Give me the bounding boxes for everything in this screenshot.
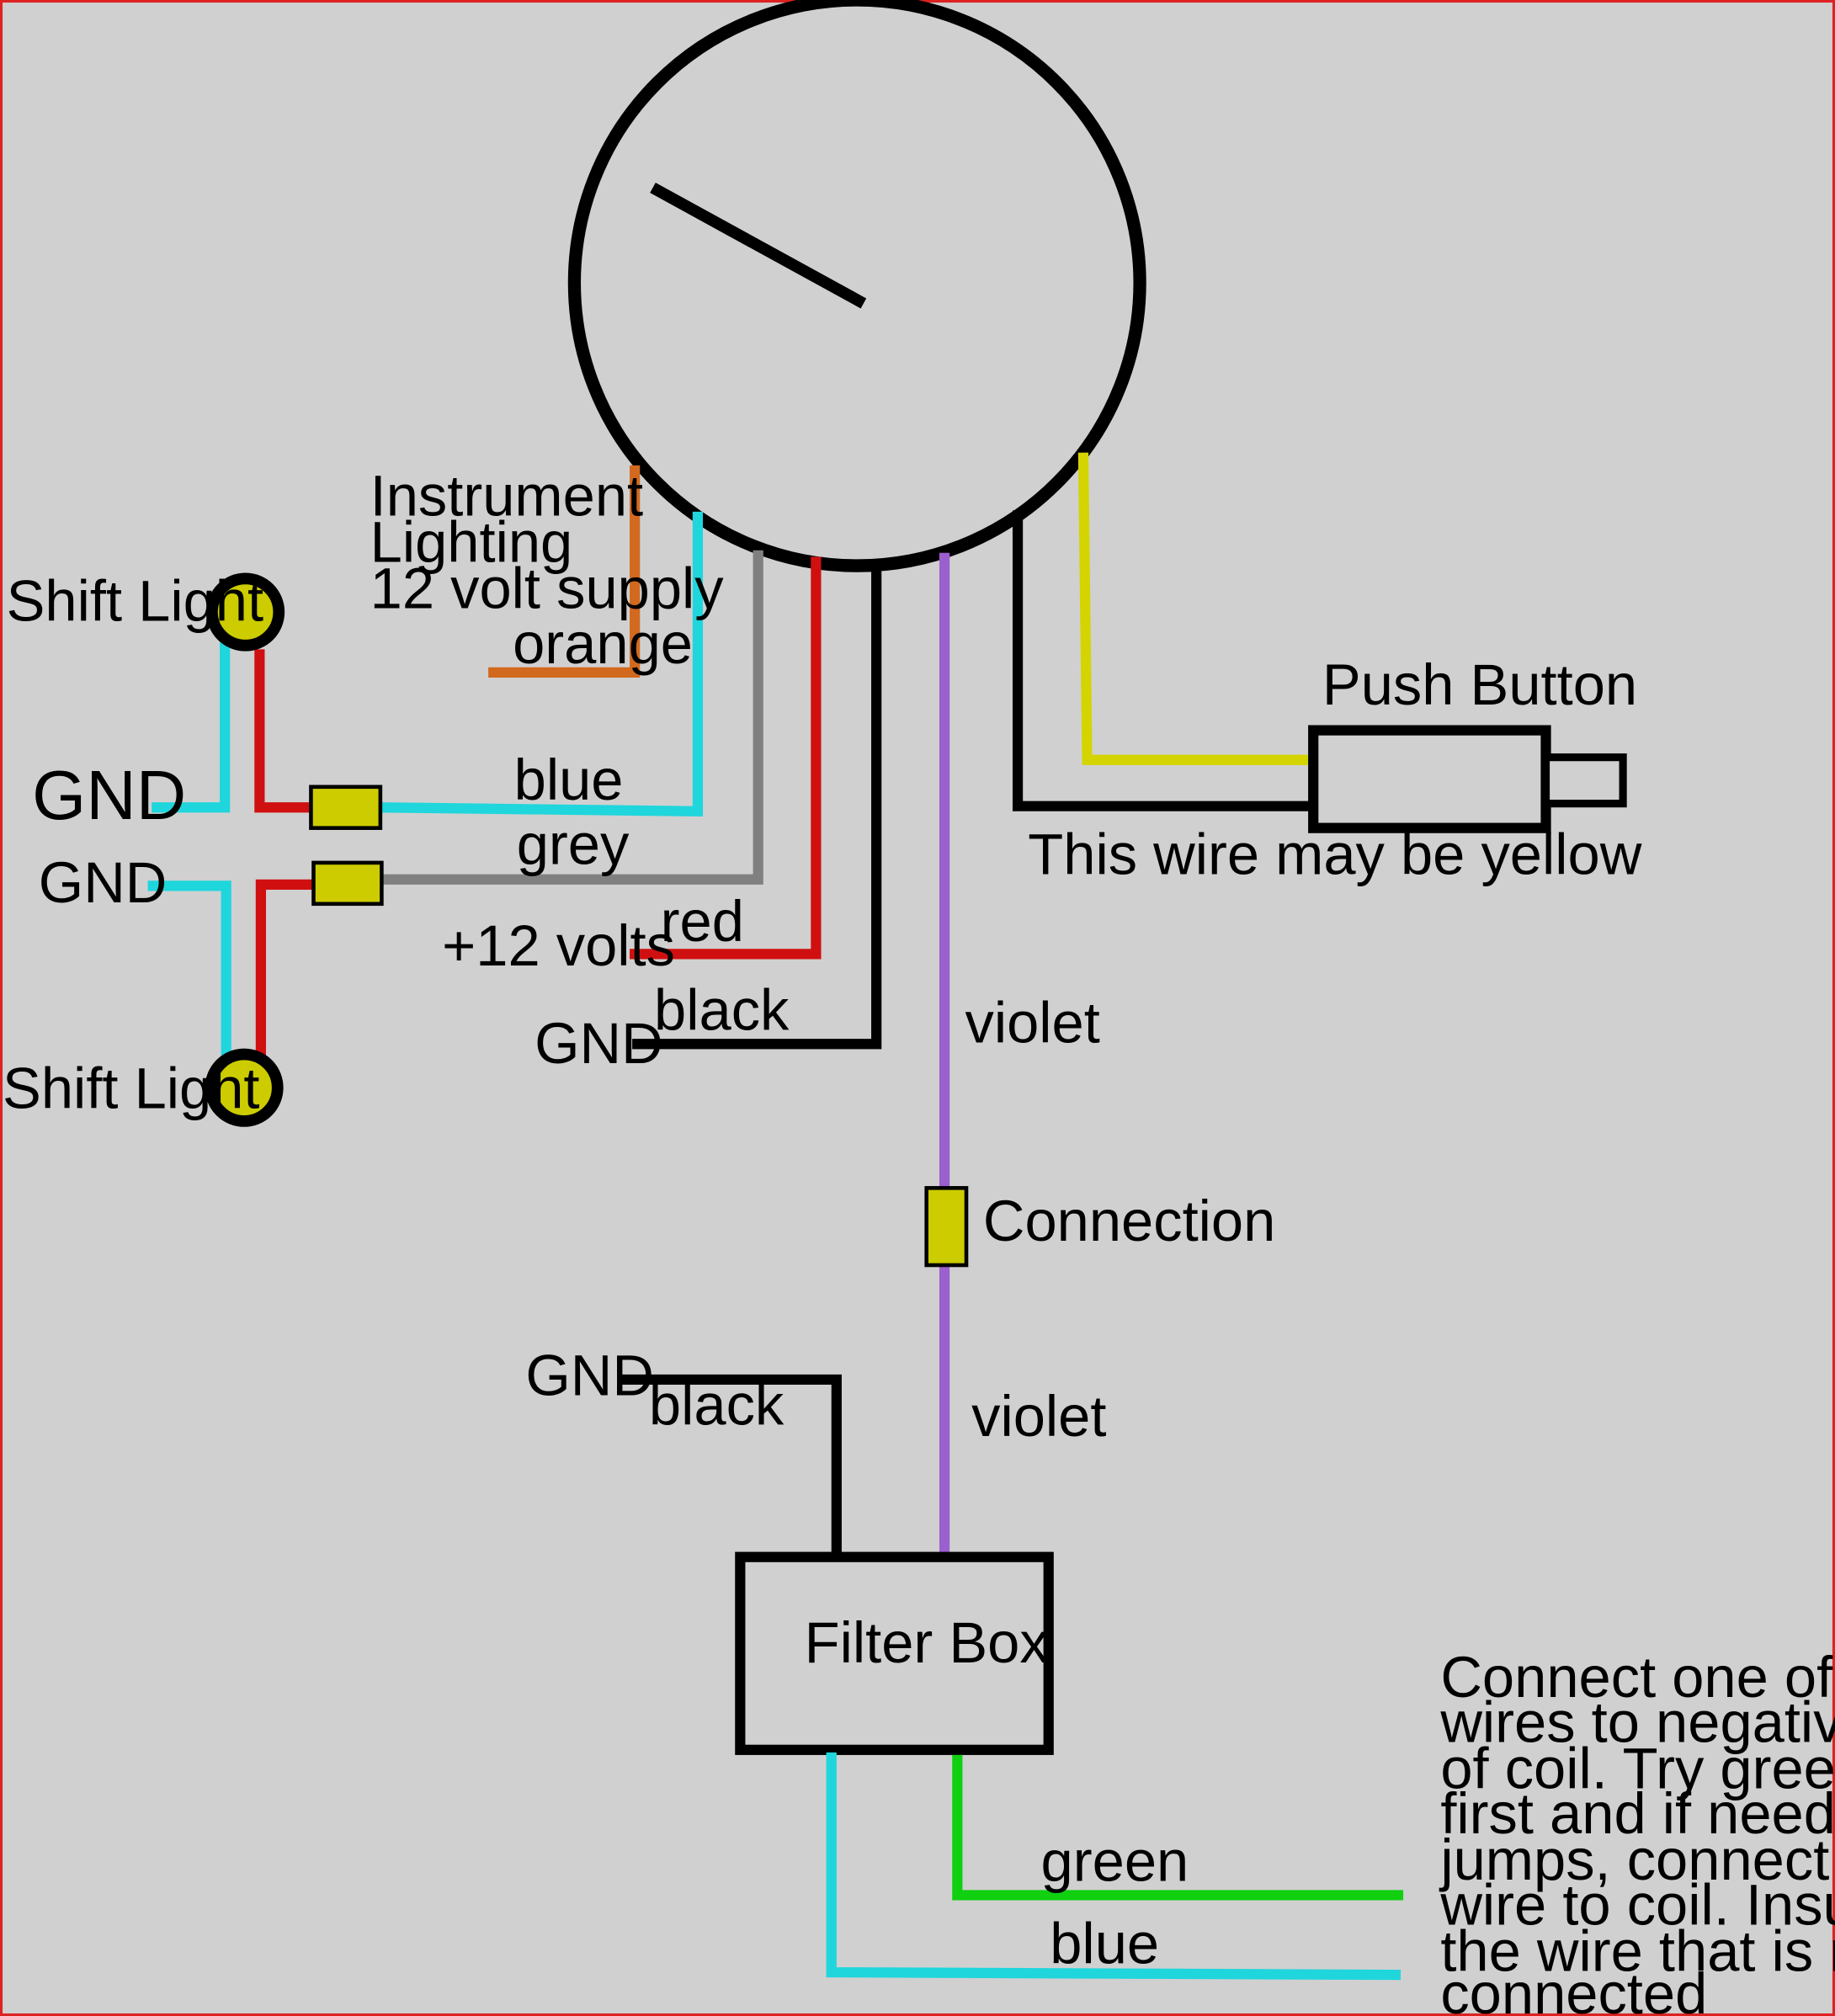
gnd-mid-label: GND — [535, 1011, 663, 1076]
connector-blue — [309, 785, 383, 830]
red-wire-12v — [630, 556, 822, 960]
instrument-lighting-label-1: Instrument — [370, 463, 643, 528]
shift-light-bottom-red-wire — [255, 879, 314, 1057]
coil-instruction-note: Connect one of these wires to negative o… — [1439, 1645, 1835, 2016]
gauge-needle — [650, 182, 867, 309]
may-be-yellow-label: This wire may be yellow — [1028, 822, 1641, 887]
blue-bottom-label: blue — [1050, 1911, 1159, 1976]
push-button-body — [1308, 725, 1551, 833]
blue-top-label: blue — [514, 747, 624, 812]
grey-label: grey — [517, 811, 630, 876]
violet-label-1: violet — [965, 991, 1099, 1056]
note-line-1: Connect one of these — [1440, 1645, 1835, 1710]
push-button-plunger — [1541, 753, 1627, 808]
orange-label: orange — [513, 611, 693, 676]
connection-label: Connection — [983, 1189, 1275, 1253]
shift-light-top-label: Shift Light — [7, 569, 263, 634]
gnd-left-label-1: GND — [32, 757, 186, 834]
shift-light-top-red-wire — [254, 649, 312, 813]
instrument-lighting-label-3: 12 volt supply — [370, 556, 725, 620]
plus-12-volts-label: +12 volts — [442, 913, 675, 978]
note-line-3: of coil. Try green wire — [1440, 1737, 1835, 1801]
shift-light-top — [206, 572, 285, 652]
note-line-4: first and if needle still — [1440, 1781, 1835, 1846]
black-label-2: black — [649, 1372, 785, 1437]
blue-wire-top — [380, 511, 704, 817]
note-line-2: wires to negative — [1439, 1690, 1835, 1755]
shift-light-bottom-label: Shift Light — [3, 1056, 259, 1121]
black-label-1: black — [654, 977, 790, 1042]
gauge-dial — [567, 0, 1146, 572]
note-line-8: connected — [1440, 1961, 1707, 2016]
shift-light-bottom-cyan-wire — [147, 880, 231, 1057]
gnd-left-label-2: GND — [39, 850, 168, 915]
green-label: green — [1041, 1829, 1189, 1894]
note-line-6: wire to coil. Insulate — [1439, 1873, 1835, 1938]
blue-wire-bottom — [826, 1752, 1402, 1981]
yellow-wire-push — [1077, 452, 1314, 765]
shift-light-bottom — [205, 1048, 284, 1127]
gauge — [567, 0, 1146, 572]
filter-box — [735, 1551, 1054, 1755]
black-wire-filter — [620, 1374, 842, 1556]
push-button-label: Push Button — [1322, 652, 1637, 717]
note-line-5: jumps, connect blue — [1439, 1827, 1835, 1892]
violet-label-2: violet — [971, 1384, 1106, 1449]
filter-box-label: Filter Box — [805, 1610, 1049, 1675]
connector-violet — [924, 1186, 969, 1268]
green-wire — [952, 1754, 1404, 1901]
connector-grey — [311, 860, 384, 907]
gnd-lower-label: GND — [525, 1343, 654, 1407]
red-label: red — [661, 889, 744, 954]
push-button — [1308, 725, 1627, 833]
black-wire-gnd — [632, 561, 882, 1050]
shift-light-top-cyan-wire — [152, 635, 231, 813]
black-wire-push — [1012, 510, 1314, 811]
note-line-7: the wire that is not — [1440, 1919, 1835, 1984]
orange-wire — [488, 465, 641, 678]
grey-wire — [381, 550, 763, 885]
instrument-lighting-label-2: Lighting — [370, 509, 573, 574]
